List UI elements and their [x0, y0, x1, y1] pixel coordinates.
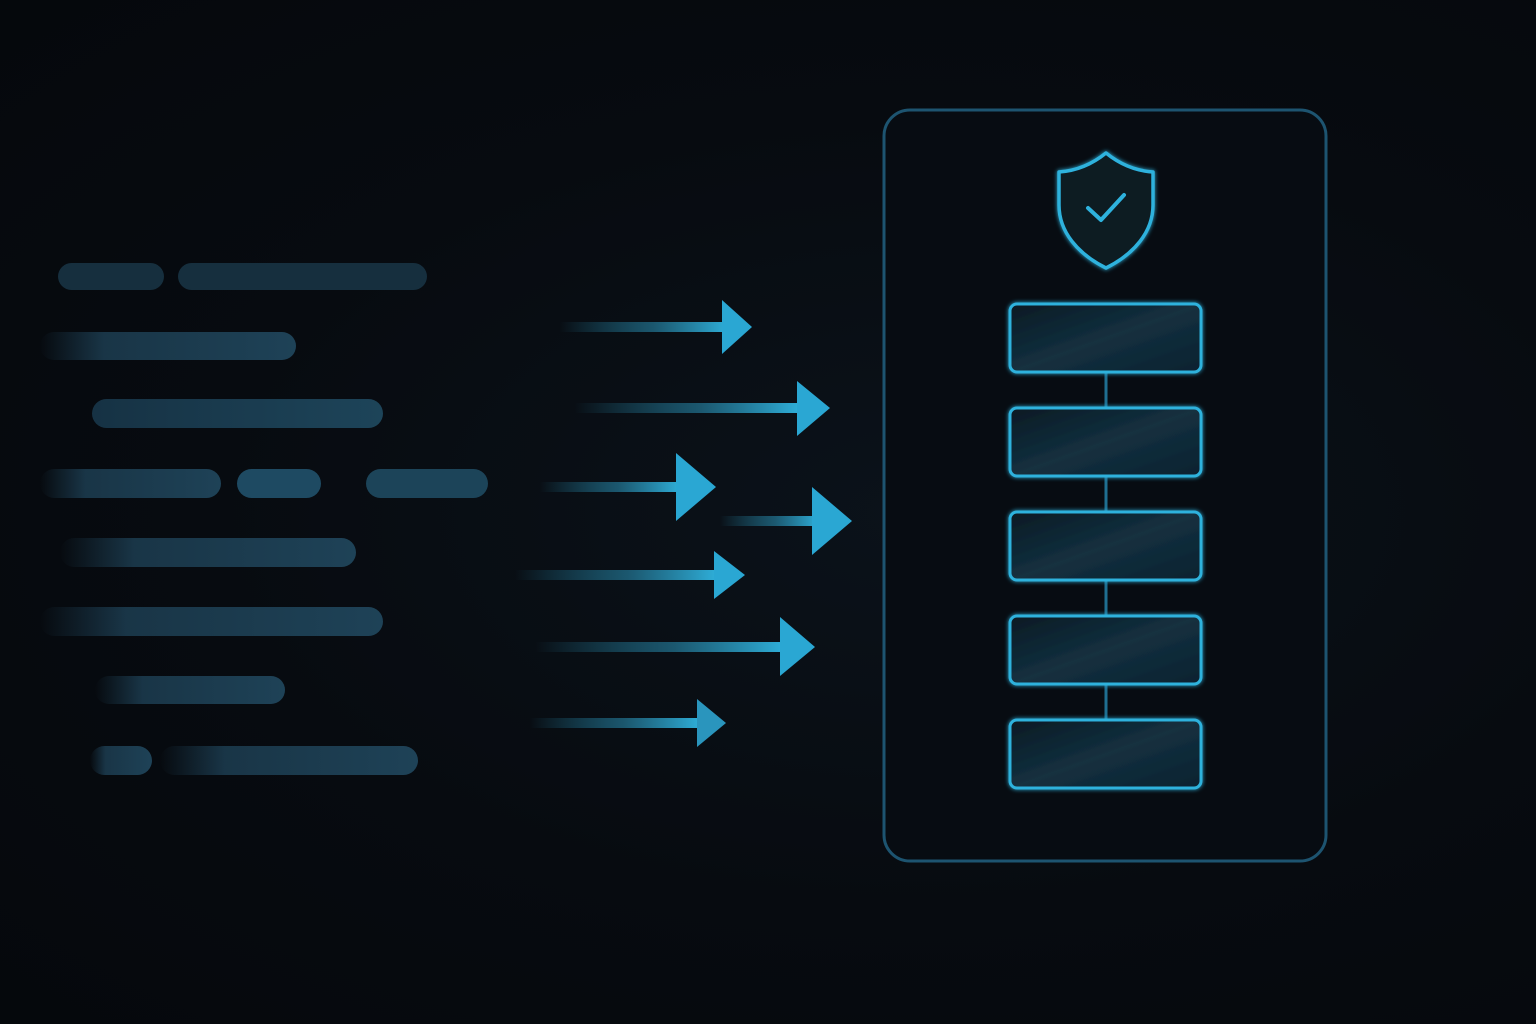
secure-panel: [882, 108, 1328, 863]
stack-block: [1008, 718, 1203, 790]
arrow-right-icon: [540, 453, 716, 521]
arrow-right-icon: [575, 381, 830, 436]
input-line-bar: [178, 263, 427, 290]
arrow-right-icon: [530, 699, 726, 747]
shield-check-icon: [1057, 151, 1155, 270]
input-line-bar: [237, 469, 321, 498]
input-line-bar: [95, 676, 285, 704]
input-line-bar: [40, 332, 296, 360]
input-line-bar: [40, 607, 383, 636]
arrow-right-icon: [560, 300, 752, 354]
input-line-bar: [160, 746, 418, 775]
input-line-bar: [40, 469, 221, 498]
flow-arrows-group: [515, 300, 852, 747]
stack-blocks: [1008, 302, 1203, 790]
stack-block: [1008, 406, 1203, 478]
stack-block: [1008, 510, 1203, 582]
input-lines-group: [40, 263, 488, 775]
stack-block: [1008, 302, 1203, 374]
input-line-bar: [58, 263, 164, 290]
input-line-bar: [60, 538, 356, 567]
arrow-right-icon: [515, 551, 745, 599]
arrow-right-icon: [720, 487, 852, 555]
stack-block: [1008, 614, 1203, 686]
input-line-bar: [366, 469, 488, 498]
input-line-bar: [92, 399, 383, 428]
arrow-right-icon: [535, 617, 815, 676]
input-line-bar: [90, 746, 152, 775]
